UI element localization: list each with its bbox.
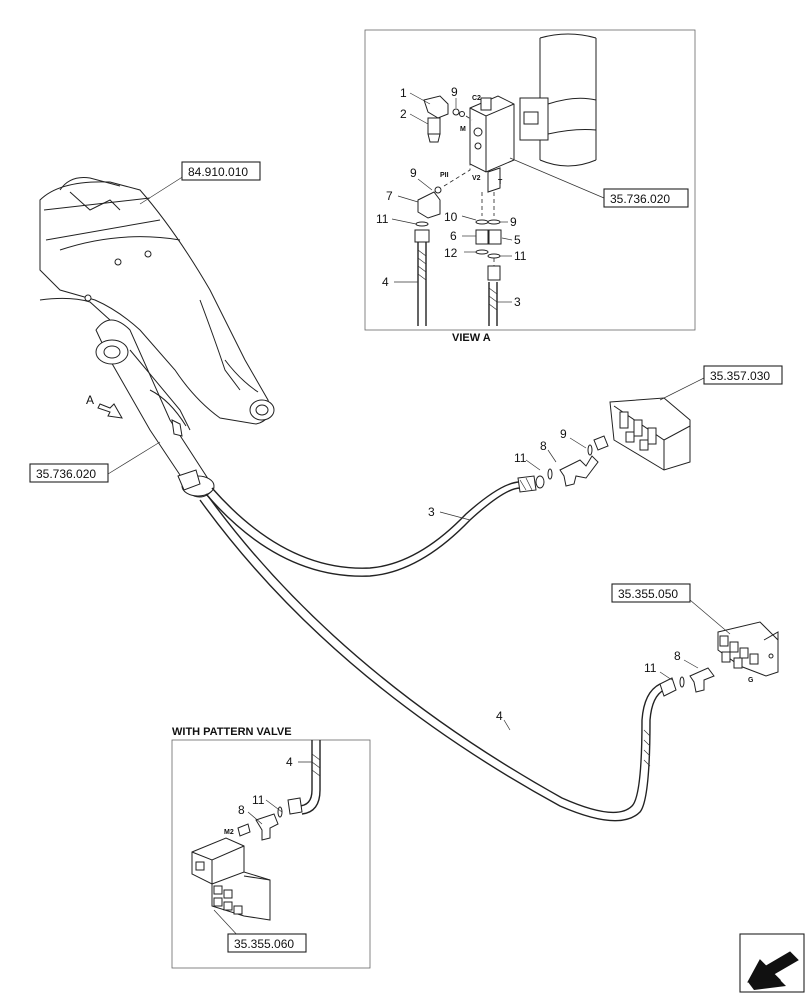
callout-10: 10 [444, 210, 458, 224]
view-ref-leader [509, 157, 605, 199]
ref-35-736-020-view: 35.736.020 [610, 192, 670, 206]
ref-35-357-030: 35.357.030 [710, 369, 770, 383]
callout-3: 3 [428, 505, 435, 519]
port-mark-pii: PII [440, 172, 449, 179]
port-mark-g: G [748, 677, 754, 684]
ref-box [181, 161, 261, 181]
pattern-valve-inset: WITH PATTERN VALVE 35.355.060 4 11 8 M2 [171, 726, 371, 969]
callout-11: 11 [376, 212, 389, 226]
ref-35-355-060: 35.355.060 [234, 937, 294, 951]
boom-ref-leader [139, 175, 185, 205]
ref-355-060-leader [213, 909, 241, 939]
view-a-inset: 1 2 9 9 7 11 4 10 6 12 9 5 11 3 C2 M PII… [364, 29, 696, 344]
hose-3 [205, 475, 537, 577]
hose-burst-valve [469, 95, 515, 193]
callout-9: 9 [451, 85, 458, 99]
back-navigation-icon[interactable] [739, 933, 805, 993]
boom-cylinder [95, 319, 215, 498]
view-a-leaders [391, 92, 513, 303]
callout-2: 2 [400, 107, 407, 121]
view-a-label: VIEW A [452, 332, 491, 344]
ref-box [227, 933, 307, 953]
main-callouts-top [439, 437, 587, 521]
ref-box [603, 188, 689, 208]
fittings-355-050 [659, 667, 715, 697]
callout-8: 8 [674, 649, 681, 663]
callout-9: 9 [560, 427, 567, 441]
pattern-frame [171, 739, 371, 969]
callout-3: 3 [514, 295, 521, 309]
ref-355-050-leader [689, 599, 731, 635]
cyl-ref-leader [107, 441, 161, 475]
control-block-355-050 [717, 621, 779, 677]
port-mark-c2: C2 [472, 95, 481, 102]
callout-7: 7 [386, 189, 393, 203]
callout-4: 4 [286, 755, 293, 769]
hose-4 [199, 495, 665, 822]
port-mark-m: M [460, 126, 466, 133]
port-mark-m2: M2 [224, 829, 234, 836]
main-callouts-right [503, 659, 699, 731]
callout-1: 1 [400, 86, 407, 100]
callout-12: 12 [444, 246, 458, 260]
callout-6: 6 [450, 229, 457, 243]
ref-84-910-010: 84.910.010 [188, 165, 248, 179]
callout-4: 4 [496, 709, 503, 723]
ref-box [611, 583, 691, 603]
callout-11: 11 [644, 661, 657, 675]
callout-9: 9 [510, 215, 517, 229]
view-a-frame [364, 29, 696, 331]
ref-35-355-050: 35.355.050 [618, 587, 678, 601]
ref-box [29, 463, 109, 483]
ref-35-736-020: 35.736.020 [36, 467, 96, 481]
callout-8: 8 [238, 803, 245, 817]
pattern-valve-label: WITH PATTERN VALVE [172, 726, 292, 738]
ref-box [703, 365, 783, 385]
callout-8: 8 [540, 439, 547, 453]
fittings-357 [535, 435, 609, 489]
callout-11: 11 [514, 249, 527, 263]
callout-11: 11 [252, 793, 265, 807]
view-direction-arrow: A [86, 393, 123, 419]
clamp [519, 97, 597, 141]
ref-357-leader [659, 377, 705, 401]
fittings-view-a [414, 95, 502, 326]
boom-assembly [39, 177, 275, 425]
callout-4: 4 [382, 275, 389, 289]
control-block-357 [609, 397, 691, 471]
callout-9: 9 [410, 166, 417, 180]
callout-5: 5 [514, 233, 521, 247]
arrow-label-a: A [86, 393, 94, 407]
port-mark-t: T [498, 179, 503, 186]
port-mark-v2: V2 [472, 175, 481, 182]
callout-11: 11 [514, 451, 527, 465]
